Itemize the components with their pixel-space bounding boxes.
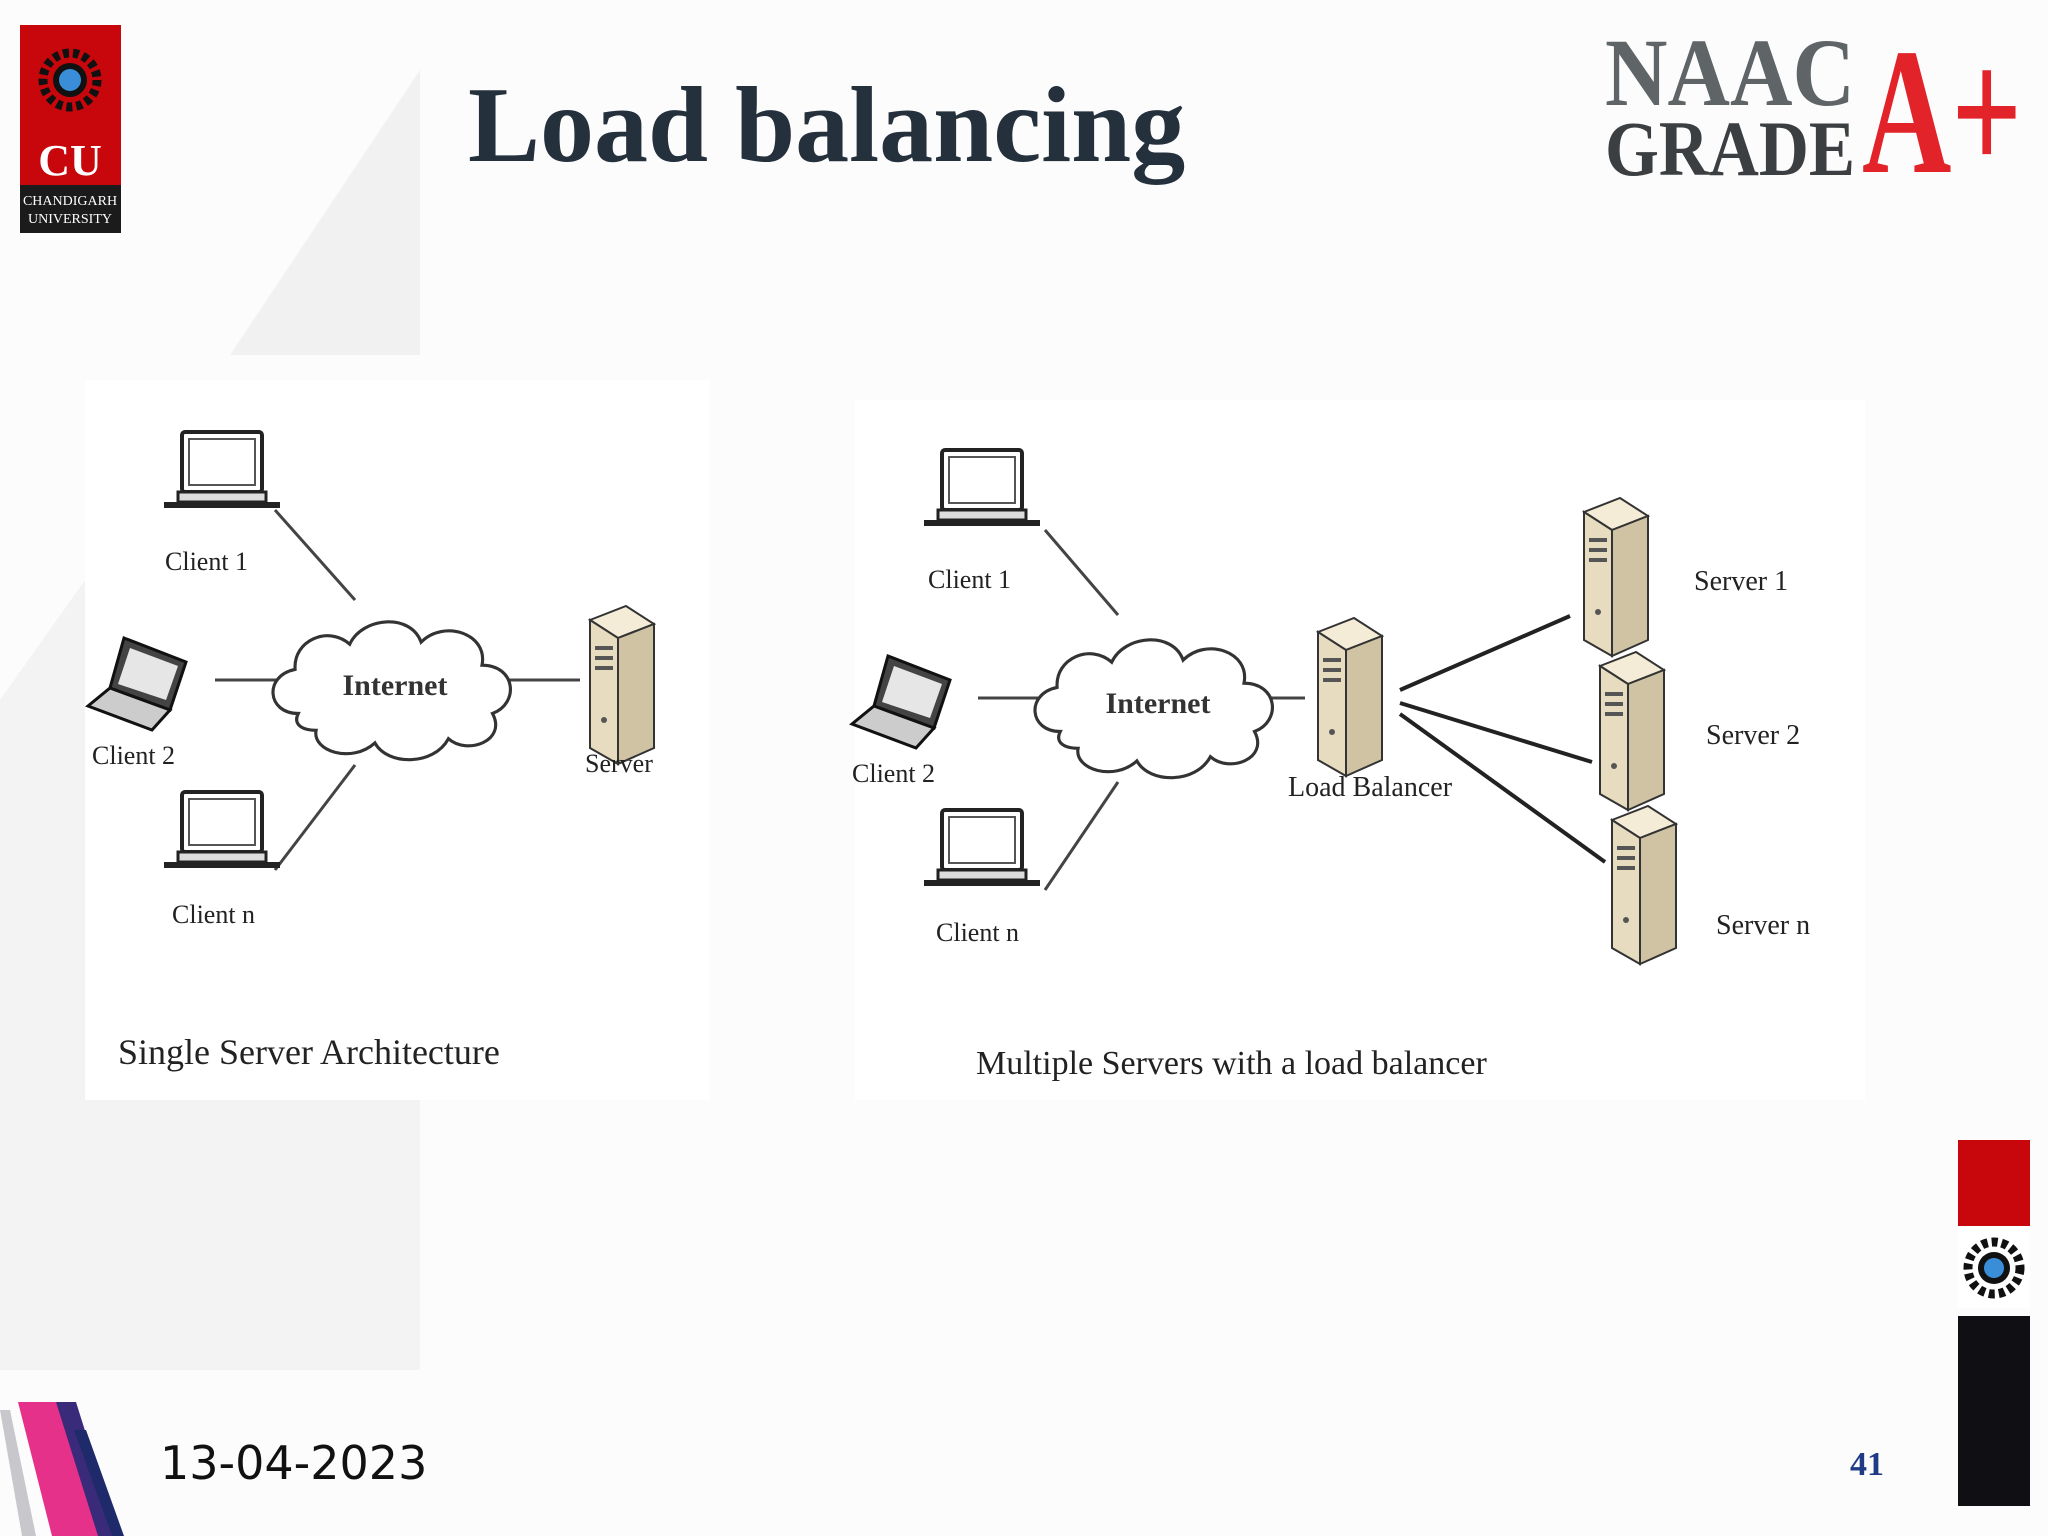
- university-mark: CU: [38, 136, 102, 185]
- load-balancer-icon: [1317, 617, 1383, 777]
- desktop-computer-icon: [922, 448, 1042, 528]
- server-tower-icon: [1583, 497, 1649, 657]
- brand-side-strip: [1958, 1140, 2030, 1506]
- network-label: Internet: [343, 669, 448, 702]
- diagram-caption: Multiple Servers with a load balancer: [976, 1045, 1487, 1082]
- university-logo: CU CHANDIGARH UNIVERSITY: [20, 25, 121, 233]
- grade-a-plus: A+: [1862, 20, 2022, 190]
- naac-text: NAAC: [1605, 20, 1855, 126]
- client-label: Client 1: [165, 547, 248, 576]
- link-line: [273, 764, 357, 871]
- diagram-caption: Single Server Architecture: [118, 1032, 500, 1072]
- naac-grade-logo: NAAC GRADE A+: [1605, 20, 2022, 190]
- load-balancer-label: Load Balancer: [1288, 772, 1453, 803]
- server-label: Server: [585, 749, 653, 778]
- server-label: Server 2: [1706, 720, 1800, 751]
- slide-number: 41: [1850, 1446, 1884, 1483]
- gear-emblem-icon: [38, 48, 102, 112]
- single-server-architecture: Client 1 Client 2 Client n Internet Serv…: [85, 380, 710, 1100]
- network-label: Internet: [1106, 687, 1211, 720]
- client-label: Client n: [936, 918, 1019, 947]
- link-line: [1043, 529, 1120, 616]
- client-label: Client n: [172, 900, 255, 929]
- server-tower-icon: [1611, 805, 1677, 965]
- server-label: Server 1: [1694, 566, 1788, 597]
- desktop-computer-icon: [162, 790, 282, 870]
- link-line: [273, 509, 357, 601]
- client-label: Client 2: [92, 741, 175, 770]
- university-name-line1: CHANDIGARH: [23, 194, 117, 209]
- client-label: Client 2: [852, 759, 935, 788]
- server-label: Server n: [1716, 910, 1810, 941]
- desktop-computer-icon: [162, 430, 282, 510]
- link-line: [1399, 614, 1571, 692]
- desktop-computer-icon: [922, 808, 1042, 888]
- client-label: Client 1: [928, 565, 1011, 594]
- grade-text: GRADE: [1605, 105, 1855, 190]
- slide-title: Load balancing: [468, 66, 1186, 185]
- slide-date: 13-04-2023: [160, 1436, 428, 1490]
- footer-decoration: [0, 1402, 124, 1536]
- server-tower-icon: [589, 605, 655, 765]
- multi-server-architecture: Client 1 Client 2 Client n Internet Load…: [850, 400, 1865, 1100]
- link-line: [1043, 781, 1120, 891]
- gear-emblem-icon: [1963, 1237, 2025, 1299]
- link-line: [1399, 701, 1593, 764]
- university-name-line2: UNIVERSITY: [28, 212, 112, 227]
- server-tower-icon: [1599, 651, 1665, 811]
- link-line: [1398, 712, 1607, 864]
